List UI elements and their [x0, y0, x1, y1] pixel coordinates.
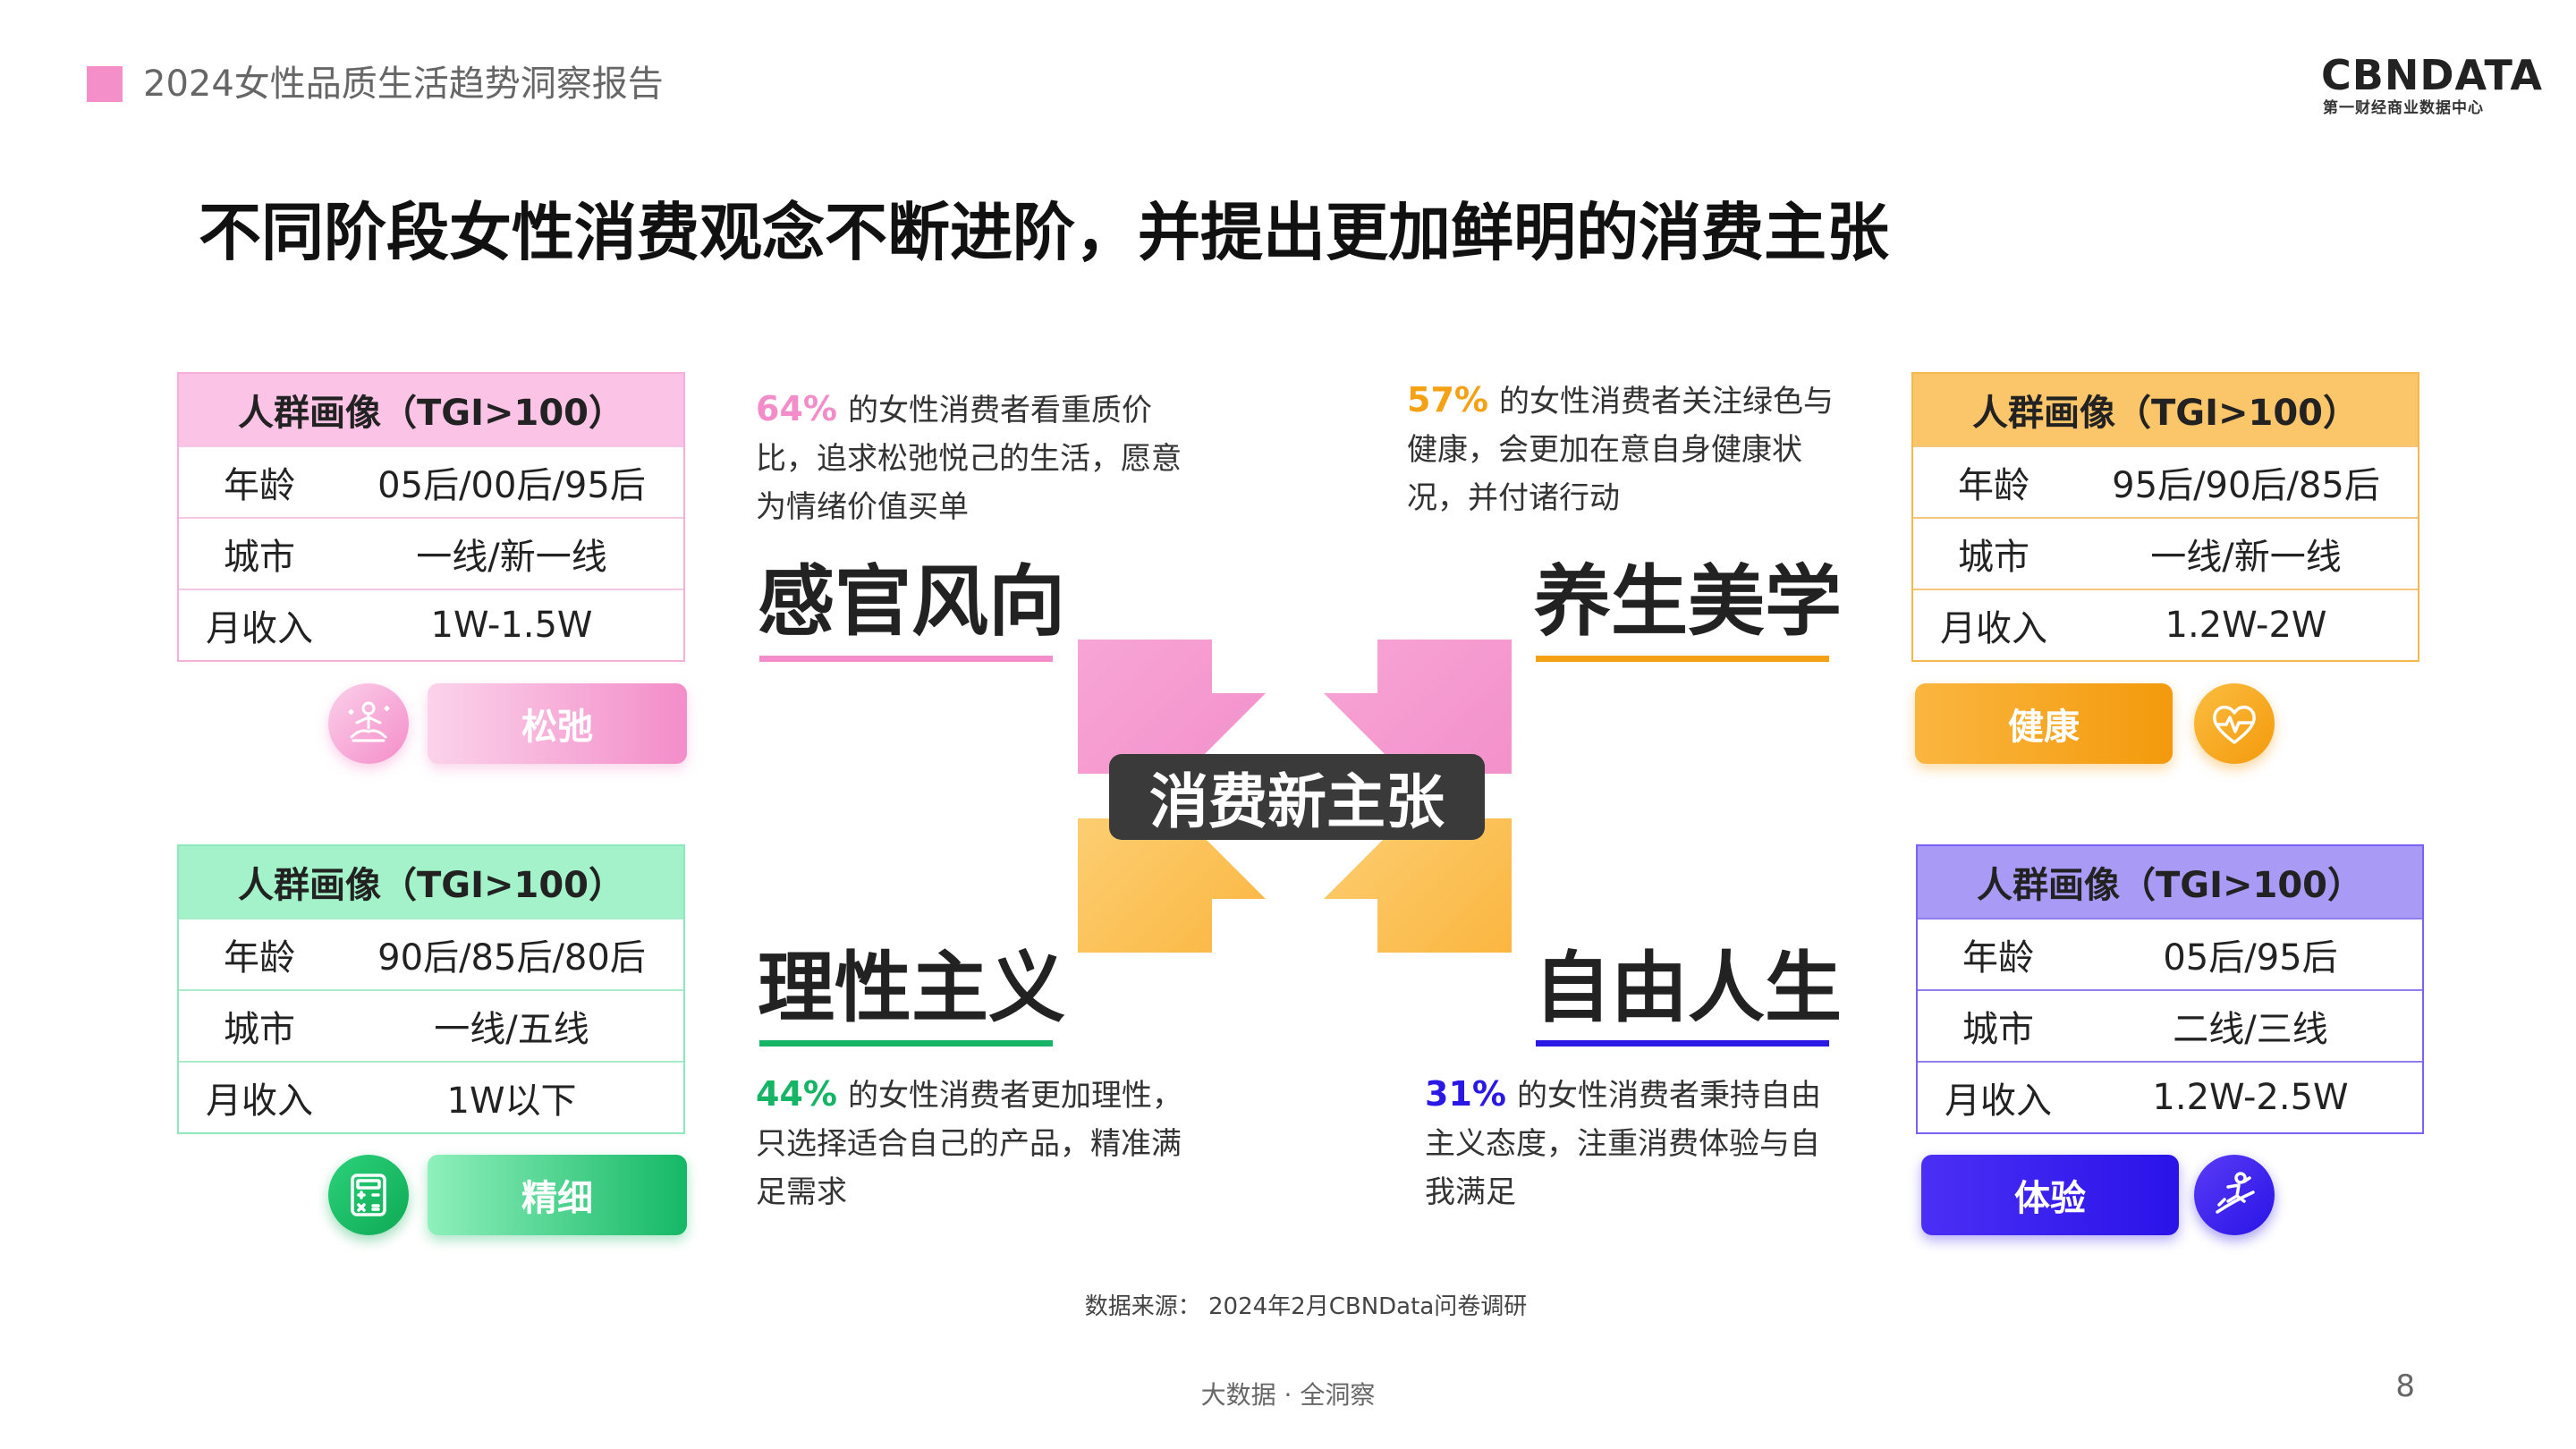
row-value: 05后/00后/95后: [377, 465, 646, 506]
row-key: 月收入: [1945, 1080, 2052, 1122]
desc-text: 的女性消费者关注绿色与健康，会更加在意自身健康状况，并付诸行动: [1407, 384, 1834, 516]
center-label: 消费新主张: [1109, 754, 1485, 840]
cbndata-logo: CBNDATA: [2321, 51, 2543, 99]
heading-underline: [1536, 1040, 1829, 1046]
table-row: 城市 一线/新一线: [179, 517, 683, 589]
profile-table-header: 人群画像（TGI>100）: [179, 846, 683, 918]
row-value: 1.2W-2W: [2165, 605, 2327, 646]
row-value: 1W以下: [446, 1080, 577, 1122]
heading-underline: [759, 656, 1053, 662]
profile-table-rational: 人群画像（TGI>100） 年龄 90后/85后/80后 城市 一线/五线 月收…: [177, 844, 685, 1134]
row-key: 月收入: [206, 608, 313, 649]
tag-relaxed: 松弛: [428, 683, 687, 764]
footer-tagline: 大数据 · 全洞察: [1200, 1380, 1376, 1410]
row-key: 年龄: [224, 465, 295, 506]
profile-table-sensory: 人群画像（TGI>100） 年龄 05后/00后/95后 城市 一线/新一线 月…: [177, 372, 685, 662]
row-key: 城市: [1958, 537, 2029, 578]
row-value: 1.2W-2.5W: [2152, 1077, 2349, 1118]
table-row: 城市 一线/五线: [179, 989, 683, 1061]
table-row: 城市 一线/新一线: [1913, 517, 2418, 589]
stat-percentage: 64%: [756, 389, 837, 428]
report-title: 2024女性品质生活趋势洞察报告: [143, 64, 664, 105]
desc-text: 的女性消费者看重质价比，追求松弛悦己的生活，愿意为情绪价值买单: [756, 393, 1182, 525]
table-row: 年龄 90后/85后/80后: [179, 918, 683, 989]
row-value: 一线/新一线: [2150, 537, 2342, 578]
desc-freedom: 31%的女性消费者秉持自由主义态度，注重消费体验与自我满足: [1425, 1070, 1845, 1216]
stat-percentage: 57%: [1407, 380, 1488, 419]
heading-underline: [759, 1040, 1053, 1046]
heading-rational: 理性主义: [758, 944, 1065, 1033]
table-row: 月收入 1.2W-2.5W: [1918, 1061, 2422, 1132]
row-key: 城市: [224, 537, 295, 578]
stat-percentage: 44%: [756, 1074, 837, 1114]
heading-underline: [1536, 656, 1829, 662]
surfing-icon: [2194, 1155, 2275, 1235]
row-key: 年龄: [224, 937, 295, 979]
cbndata-logo-subtitle: 第一财经商业数据中心: [2323, 99, 2484, 117]
row-value: 05后/95后: [2163, 937, 2338, 979]
meditation-icon: [328, 683, 409, 764]
page-number: 8: [2395, 1368, 2415, 1404]
page-title: 不同阶段女性消费观念不断进阶，并提出更加鲜明的消费主张: [199, 196, 1889, 269]
profile-table-freedom: 人群画像（TGI>100） 年龄 05后/95后 城市 二线/三线 月收入 1.…: [1916, 844, 2424, 1134]
tag-health: 健康: [1915, 683, 2173, 764]
table-row: 月收入 1.2W-2W: [1913, 589, 2418, 660]
row-key: 城市: [224, 1009, 295, 1050]
desc-sensory: 64%的女性消费者看重质价比，追求松弛悦己的生活，愿意为情绪价值买单: [756, 385, 1185, 531]
row-value: 一线/新一线: [416, 537, 607, 578]
row-value: 二线/三线: [2173, 1009, 2328, 1050]
tag-experience: 体验: [1921, 1155, 2179, 1235]
row-key: 月收入: [206, 1080, 313, 1122]
row-key: 城市: [1962, 1009, 2034, 1050]
row-value: 90后/85后/80后: [377, 937, 646, 979]
table-row: 城市 二线/三线: [1918, 989, 2422, 1061]
profile-table-header: 人群画像（TGI>100）: [179, 374, 683, 445]
heading-sensory: 感官风向: [758, 557, 1065, 647]
row-value: 一线/五线: [434, 1009, 589, 1050]
table-row: 月收入 1W以下: [179, 1061, 683, 1132]
row-value: 95后/90后/85后: [2112, 465, 2380, 506]
row-key: 年龄: [1958, 465, 2029, 506]
calculator-icon: [328, 1155, 409, 1235]
row-key: 月收入: [1940, 608, 2047, 649]
header-accent-square: [87, 66, 123, 102]
desc-text: 的女性消费者秉持自由主义态度，注重消费体验与自我满足: [1425, 1078, 1821, 1210]
desc-rational: 44%的女性消费者更加理性，只选择适合自己的产品，精准满足需求: [756, 1070, 1203, 1216]
profile-table-header: 人群画像（TGI>100）: [1913, 374, 2418, 445]
heart-pulse-icon: [2194, 683, 2275, 764]
profile-table-wellness: 人群画像（TGI>100） 年龄 95后/90后/85后 城市 一线/新一线 月…: [1911, 372, 2419, 662]
stat-percentage: 31%: [1425, 1074, 1506, 1114]
profile-table-header: 人群画像（TGI>100）: [1918, 846, 2422, 918]
table-row: 年龄 95后/90后/85后: [1913, 445, 2418, 517]
heading-wellness: 养生美学: [1534, 557, 1842, 647]
tag-refined: 精细: [428, 1155, 687, 1235]
table-row: 年龄 05后/95后: [1918, 918, 2422, 989]
desc-wellness: 57%的女性消费者关注绿色与健康，会更加在意自身健康状况，并付诸行动: [1407, 376, 1836, 522]
row-value: 1W-1.5W: [430, 605, 593, 646]
data-source: 数据来源： 2024年2月CBNData问卷调研: [1084, 1293, 1528, 1320]
desc-text: 的女性消费者更加理性，只选择适合自己的产品，精准满足需求: [756, 1078, 1182, 1210]
table-row: 月收入 1W-1.5W: [179, 589, 683, 660]
heading-freedom: 自由人生: [1534, 944, 1842, 1033]
row-key: 年龄: [1962, 937, 2034, 979]
table-row: 年龄 05后/00后/95后: [179, 445, 683, 517]
